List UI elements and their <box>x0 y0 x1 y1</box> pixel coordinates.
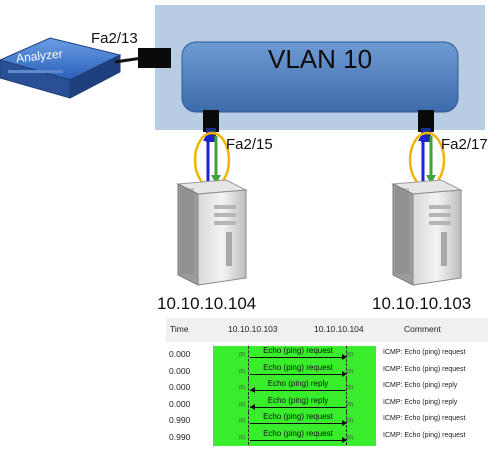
message-arrow-line <box>250 390 346 391</box>
left-port-connector <box>206 128 216 142</box>
row-time: 0.990 <box>169 431 191 442</box>
column-comment: Comment <box>404 324 441 334</box>
port-marker-right: (0) <box>347 385 354 391</box>
column-src-ip: 10.10.10.103 <box>228 324 278 334</box>
right-server-icon <box>391 179 463 286</box>
port-marker-left: (0) <box>239 434 246 441</box>
port-marker-left: (0) <box>239 385 246 391</box>
left-host-ip: 10.10.10.104 <box>157 294 257 313</box>
row-time: 0.000 <box>169 382 191 392</box>
lifeline-right <box>346 395 347 412</box>
right-port-label: Fa2/17 <box>441 136 488 153</box>
analyzer-port-block <box>138 48 171 68</box>
lifeline-left <box>248 395 249 412</box>
port-marker-right: (0) <box>347 401 354 408</box>
column-dst-ip: 10.10.10.104 <box>314 324 364 334</box>
left-port-label: Fa2/15 <box>226 136 273 153</box>
lifeline-left <box>248 346 249 362</box>
message-arrow-line <box>250 373 346 375</box>
capture-header: Time 10.10.10.103 10.10.10.104 Comment <box>166 318 488 342</box>
message-arrowhead <box>342 370 347 377</box>
lifeline-right <box>346 379 347 395</box>
row-time: 0.990 <box>169 415 191 425</box>
lifeline-left <box>248 379 249 395</box>
capture-row[interactable]: 0.990 (0) (0) Echo (ping) request ICMP: Echo… <box>166 428 488 445</box>
analyzer-device <box>0 37 122 99</box>
vlan-box <box>181 41 459 113</box>
message-arrow-line <box>250 423 346 424</box>
message-arrowhead <box>342 354 347 360</box>
right-port-connector <box>421 128 431 142</box>
port-marker-left: (0) <box>239 401 246 408</box>
message-arrowhead <box>250 387 255 393</box>
capture-row[interactable]: 0.000 (0) (0) Echo (ping) reply ICMP: Echo (… <box>166 395 488 412</box>
message-arrow-line <box>250 406 346 408</box>
row-comment: ICMP: Echo (ping) reply <box>383 382 458 389</box>
row-message: Echo (ping) request <box>263 428 333 438</box>
left-port-block <box>203 110 219 132</box>
port-marker-right: (0) <box>347 418 354 424</box>
row-message: Echo (ping) reply <box>267 395 329 405</box>
row-time: 0.000 <box>169 365 191 376</box>
flow-highlight <box>213 346 376 446</box>
packet-capture-panel: Time 10.10.10.103 10.10.10.104 Comment 0… <box>166 318 488 449</box>
row-comment: ICMP: Echo (ping) reply <box>383 398 458 406</box>
left-server-icon <box>176 179 248 286</box>
right-host-ip: 10.10.10.103 <box>372 294 472 313</box>
port-marker-right: (0) <box>347 368 354 375</box>
row-comment: ICMP: Echo (ping) request <box>383 431 466 439</box>
left-mirror-indicator <box>193 131 231 189</box>
row-comment: ICMP: Echo (ping) request <box>383 365 466 373</box>
row-comment: ICMP: Echo (ping) request <box>383 415 466 422</box>
lifeline-left <box>248 362 249 379</box>
row-message: Echo (ping) reply <box>267 379 329 388</box>
row-message: Echo (ping) request <box>263 346 333 355</box>
capture-row[interactable]: 0.990 (0) (0) Echo (ping) request ICMP: Echo… <box>166 412 488 428</box>
lifeline-left <box>248 412 249 428</box>
message-arrow-line <box>250 439 346 441</box>
message-arrowhead <box>342 436 347 443</box>
column-time: Time <box>170 324 189 334</box>
message-arrowhead <box>250 403 255 410</box>
right-port-block <box>418 110 434 132</box>
capture-row[interactable]: 0.000 (0) (0) Echo (ping) request ICMP: Echo… <box>166 346 488 362</box>
row-comment: ICMP: Echo (ping) request <box>383 349 466 356</box>
capture-row[interactable]: 0.000 (0) (0) Echo (ping) request ICMP: Echo… <box>166 362 488 379</box>
row-message: Echo (ping) request <box>263 412 333 421</box>
capture-row[interactable]: 0.000 (0) (0) Echo (ping) reply ICMP: Echo (… <box>166 379 488 395</box>
message-arrow-line <box>250 357 346 358</box>
analyzer-cable <box>114 56 143 64</box>
port-marker-left: (0) <box>239 352 246 358</box>
message-arrowhead <box>342 420 347 426</box>
row-message: Echo (ping) request <box>263 362 333 372</box>
port-marker-right: (0) <box>347 352 354 358</box>
lifeline-left <box>248 428 249 445</box>
vlan-label: VLAN 10 <box>268 44 373 74</box>
analyzer-port-label: Fa2/13 <box>91 30 138 47</box>
right-mirror-indicator <box>408 131 446 189</box>
row-time: 0.000 <box>169 349 191 359</box>
port-marker-left: (0) <box>239 368 246 375</box>
port-marker-right: (0) <box>347 434 354 441</box>
port-marker-left: (0) <box>239 418 246 424</box>
row-time: 0.000 <box>169 398 191 409</box>
